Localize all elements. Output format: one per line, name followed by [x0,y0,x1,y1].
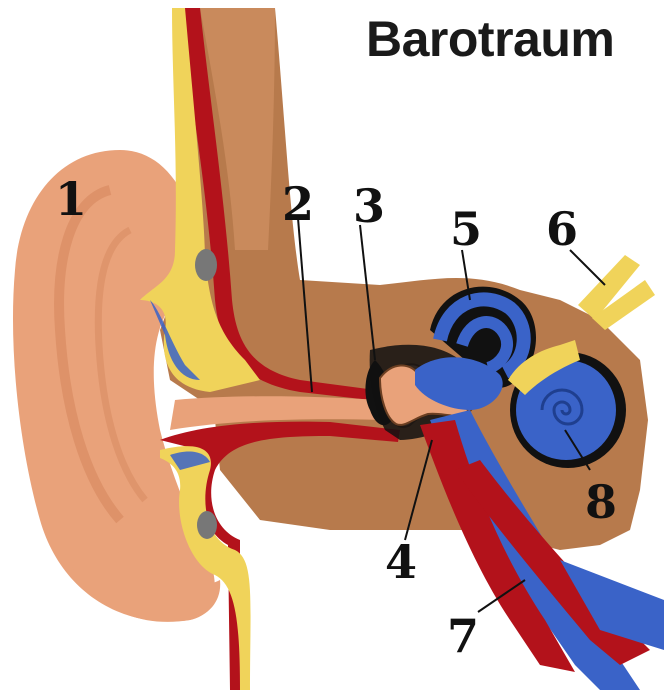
label-2: 2 [282,177,314,231]
label-7: 7 [447,609,479,663]
label-3: 3 [353,179,385,233]
label-5: 5 [450,202,482,256]
gland-lower [197,511,217,539]
label-4: 4 [385,535,417,589]
gland-upper [195,249,217,281]
label-8: 8 [585,475,617,529]
label-1: 1 [55,172,87,226]
label-6: 6 [546,202,578,256]
